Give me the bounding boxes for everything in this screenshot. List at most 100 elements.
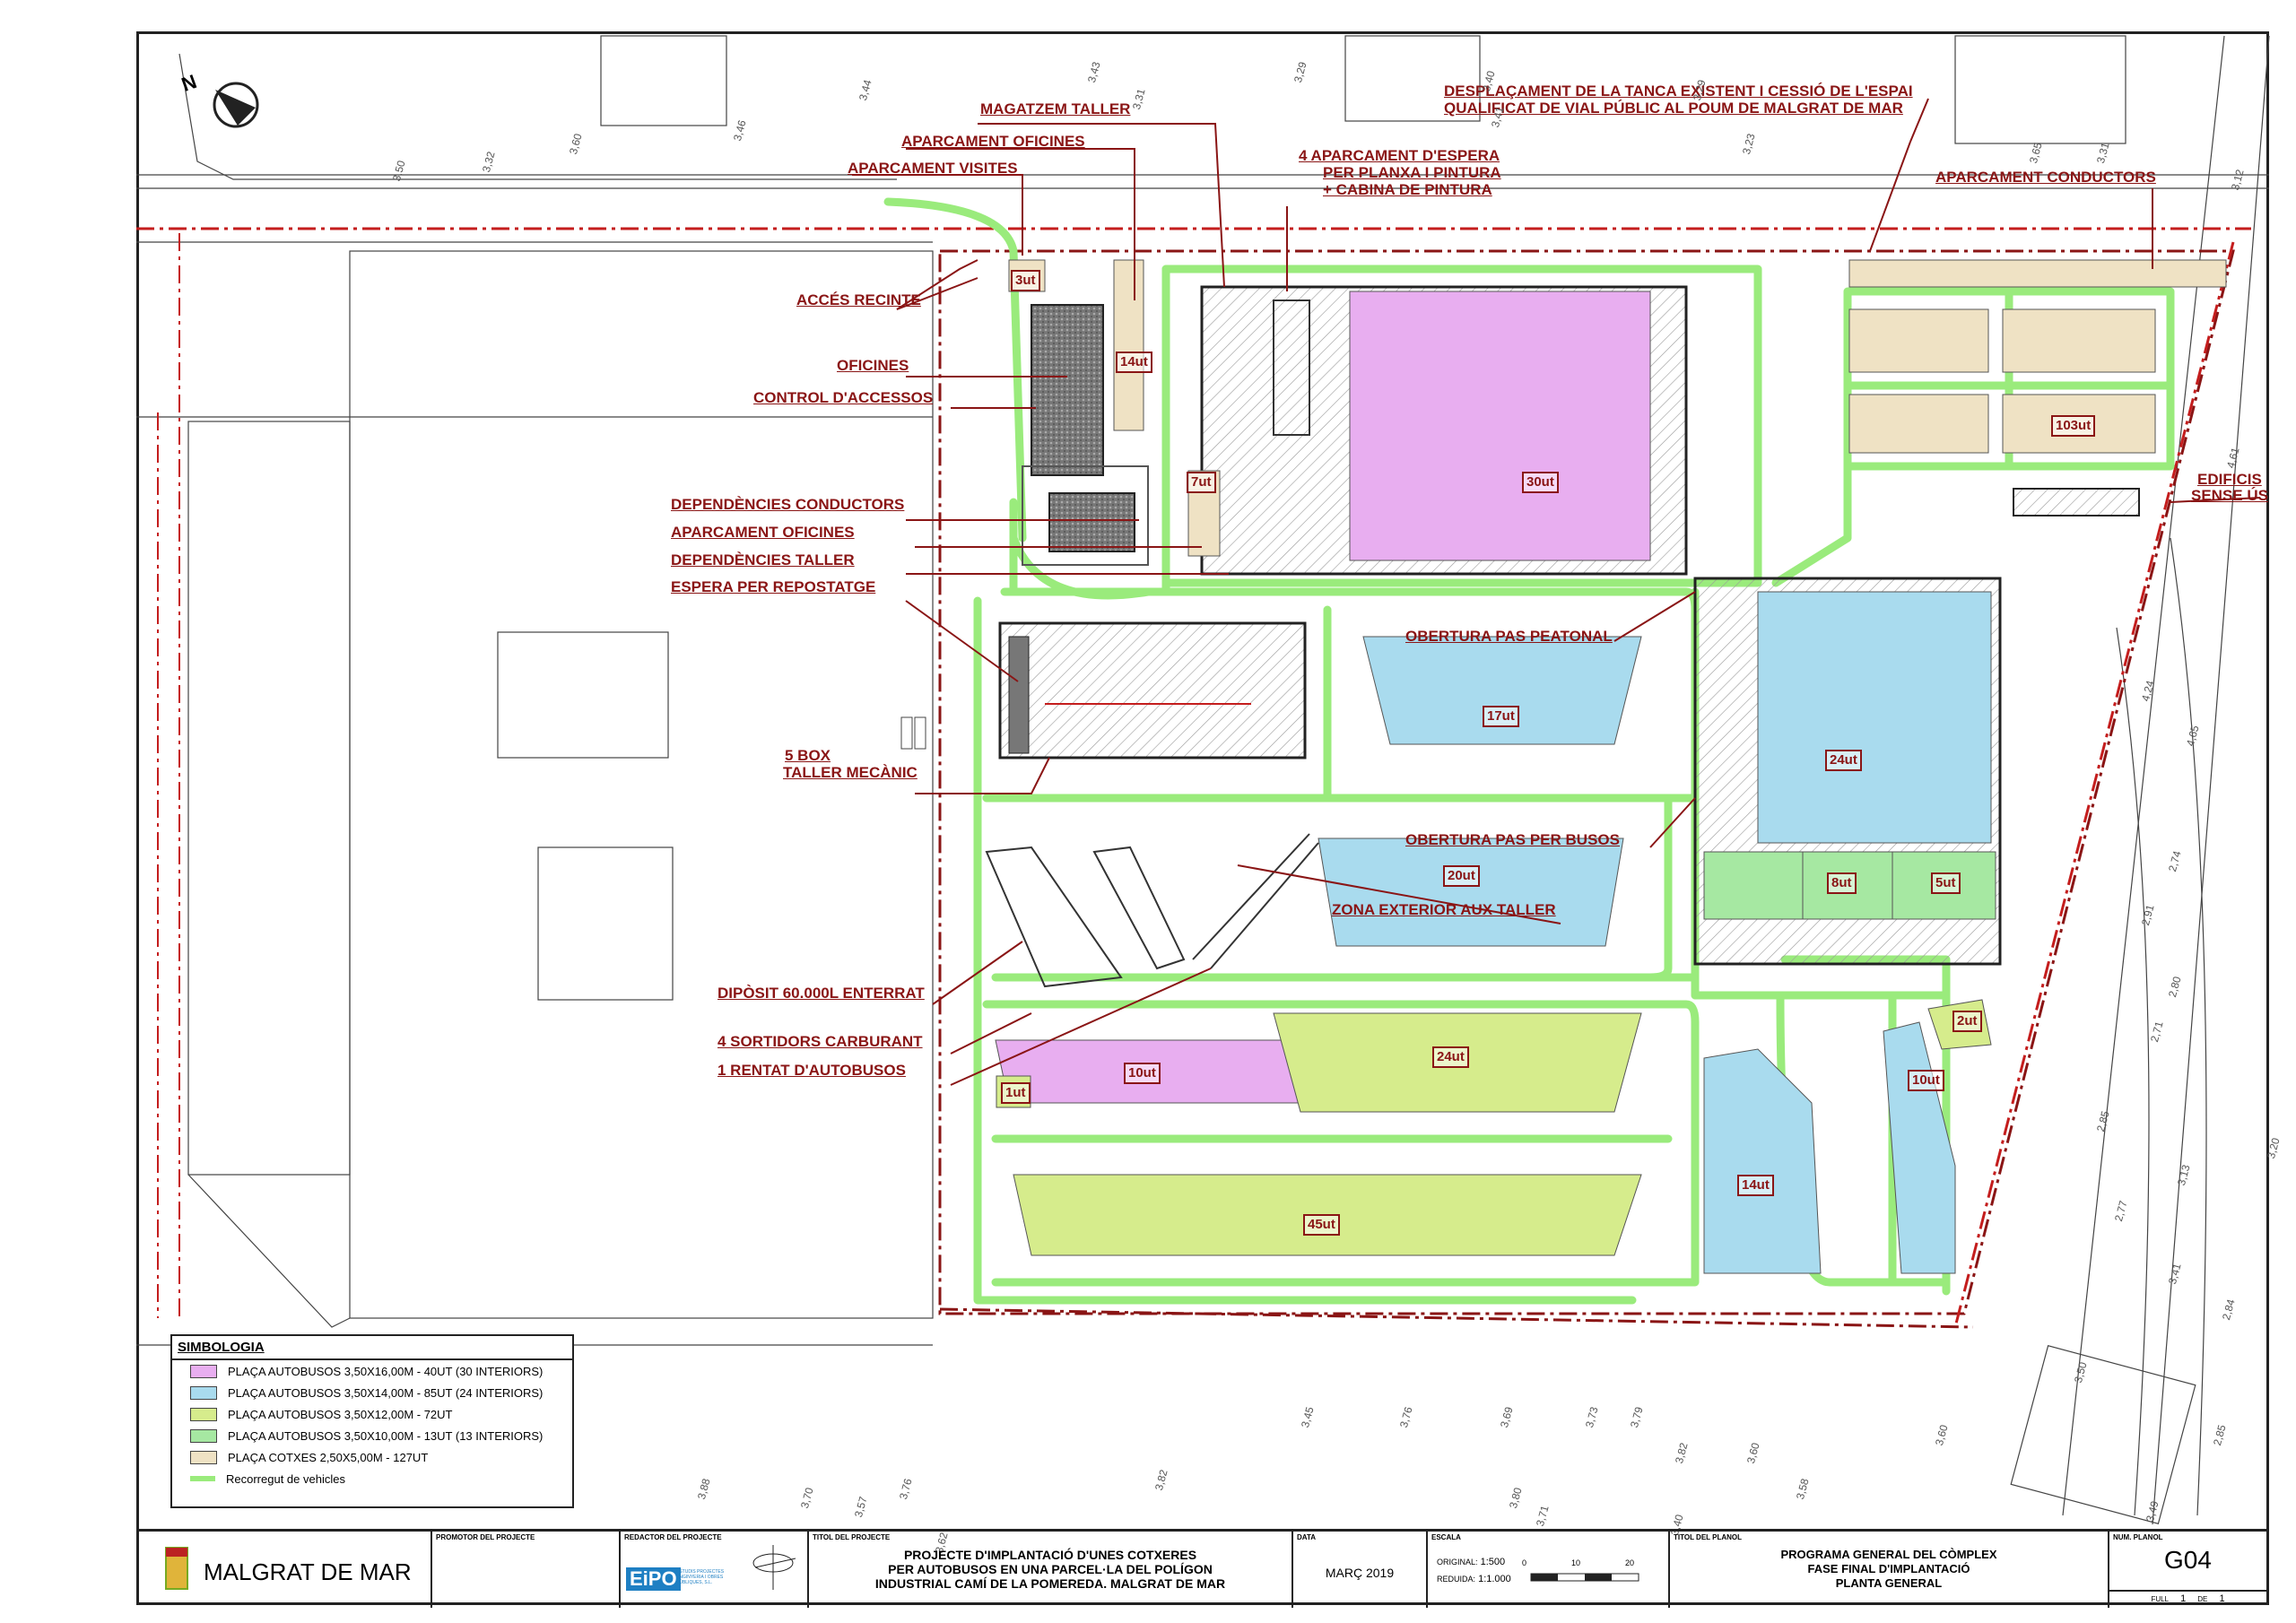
driver-building — [1048, 492, 1135, 552]
label-sense-us: SENSE ÚS — [2191, 487, 2268, 504]
label-obertura-pas-busos: OBERTURA PAS PER BUSOS — [1405, 831, 1620, 848]
label-dependencies-conductors: DEPENDÈNCIES CONDUCTORS — [671, 496, 905, 513]
label-taller-mecanic: TALLER MECÀNIC — [783, 764, 918, 781]
label-aparcament-oficines: APARCAMENT OFICINES — [671, 524, 855, 541]
graphic-scale — [1530, 1573, 1639, 1582]
unused-buildings — [2013, 488, 2140, 516]
legend-swatch — [190, 1407, 217, 1421]
label-diposit: DIPÒSIT 60.000L ENTERRAT — [718, 985, 925, 1002]
tb-town: MALGRAT DE MAR — [136, 1532, 432, 1608]
titol-caption: TITOL DEL PROJECTE — [813, 1533, 891, 1541]
scale-tick-20: 20 — [1625, 1558, 1635, 1567]
parking-areas — [995, 259, 2227, 1274]
tb-project-title: TITOL DEL PROJECTE PROJECTE D'IMPLANTACI… — [809, 1532, 1293, 1608]
legend-swatch — [190, 1385, 217, 1400]
title-block: MALGRAT DE MAR PROMOTOR DEL PROJECTE RED… — [136, 1529, 2269, 1608]
legend: SIMBOLOGIA PLAÇA AUTOBUSOS 3,50X16,00M -… — [170, 1334, 574, 1508]
plan-title-line-1: PROGRAMA GENERAL DEL CÒMPLEX — [1780, 1548, 1997, 1561]
count-tag: 8ut — [1827, 872, 1857, 894]
label-espera-planxa-3: + CABINA DE PINTURA — [1323, 181, 1492, 198]
tb-plan-title: TITOL DEL PLANOL PROGRAMA GENERAL DEL CÒ… — [1670, 1532, 2109, 1608]
label-dependencies-taller: DEPENDÈNCIES TALLER — [671, 551, 855, 568]
north-label: N — [178, 70, 200, 96]
scale-reduced: REDUIDA: 1:1.000 — [1437, 1574, 1511, 1584]
scale-reduced-label: REDUIDA: — [1437, 1575, 1476, 1584]
label-zona-exterior: ZONA EXTERIOR AUX TALLER — [1332, 901, 1556, 918]
label-magatzem-taller: MAGATZEM TALLER — [980, 100, 1131, 117]
legend-label: PLAÇA AUTOBUSOS 3,50X12,00M - 72UT — [228, 1407, 453, 1421]
count-tag: 10ut — [1908, 1070, 1944, 1091]
label-desplacament-2: QUALIFICAT DE VIAL PÚBLIC AL POUM DE MAL… — [1444, 100, 1903, 117]
scale-tick-0: 0 — [1522, 1558, 1527, 1567]
count-tag: 24ut — [1432, 1046, 1469, 1068]
label-aparcament-conductors: APARCAMENT CONDUCTORS — [1935, 169, 2156, 186]
leader-lines — [852, 98, 2261, 1086]
project-title: PROJECTE D'IMPLANTACIÓ D'UNES COTXERES P… — [809, 1548, 1292, 1591]
legend-item: PLAÇA AUTOBUSOS 3,50X10,00M - 13UT (13 I… — [172, 1425, 572, 1446]
eipo-logo: EiPO — [626, 1567, 681, 1591]
project-title-line-2: PER AUTOBUSOS EN UNA PARCEL·LA DEL POLÍG… — [888, 1562, 1213, 1576]
legend-item: PLAÇA AUTOBUSOS 3,50X16,00M - 40UT (30 I… — [172, 1360, 572, 1382]
sheet-count: FULL 1 DE 1 — [2109, 1590, 2266, 1604]
legend-swatch — [190, 1364, 217, 1378]
scale-tick-10: 10 — [1571, 1558, 1581, 1567]
tb-redactor: REDACTOR DEL PROJECTE EiPO ESTUDIS PROJE… — [621, 1532, 809, 1608]
count-tag: 14ut — [1737, 1175, 1774, 1196]
label-acces-recinte: ACCÉS RECINTE — [796, 291, 921, 308]
legend-label: Recorregut de vehicles — [226, 1471, 345, 1486]
project-title-line-3: INDUSTRIAL CAMÍ DE LA POMEREDA. MALGRAT … — [874, 1576, 1226, 1591]
signature-icon — [752, 1545, 796, 1590]
count-tag: 24ut — [1825, 750, 1862, 771]
plan-number: G04 — [2164, 1546, 2212, 1574]
label-sortidors: 4 SORTIDORS CARBURANT — [718, 1033, 923, 1050]
promotor-caption: PROMOTOR DEL PROJECTE — [436, 1533, 535, 1541]
north-arrow-icon — [213, 82, 259, 128]
plan-title-line-3: PLANTA GENERAL — [1835, 1576, 1943, 1590]
scale-original: ORIGINAL: 1:500 — [1437, 1557, 1505, 1567]
legend-swatch — [190, 1450, 217, 1464]
legend-label: PLAÇA AUTOBUSOS 3,50X16,00M - 40UT (30 I… — [228, 1364, 544, 1378]
town-name: MALGRAT DE MAR — [204, 1558, 412, 1585]
count-tag: 103ut — [2051, 415, 2096, 437]
mechanic-workshop — [998, 621, 1307, 759]
scale-reduced-value: 1:1.000 — [1478, 1574, 1511, 1584]
date-value: MARÇ 2019 — [1325, 1566, 1395, 1580]
legend-label: PLAÇA COTXES 2,50X5,00M - 127UT — [228, 1450, 429, 1464]
count-tag: 30ut — [1522, 472, 1559, 493]
count-tag: 20ut — [1443, 865, 1480, 887]
label-edificis: EDIFICIS — [2197, 471, 2262, 488]
count-tag: 5ut — [1931, 872, 1961, 894]
count-tag: 10ut — [1124, 1063, 1161, 1084]
tb-plan-number: NUM. PLANOL G04 FULL 1 DE 1 — [2109, 1532, 2266, 1608]
tb-scale: ESCALA ORIGINAL: 1:500 REDUIDA: 1:1.000 … — [1428, 1532, 1670, 1608]
tb-date: DATA MARÇ 2019 — [1293, 1532, 1428, 1608]
label-rentat: 1 RENTAT D'AUTOBUSOS — [718, 1062, 906, 1079]
redactor-caption: REDACTOR DEL PROJECTE — [624, 1533, 722, 1541]
plan-title: PROGRAMA GENERAL DEL CÒMPLEX FASE FINAL … — [1670, 1548, 2108, 1591]
date-caption: DATA — [1297, 1533, 1317, 1541]
count-tag: 14ut — [1116, 352, 1152, 373]
planol-caption: TITOL DEL PLANOL — [1674, 1533, 1743, 1541]
legend-route-line — [190, 1476, 215, 1481]
tb-promotor: PROMOTOR DEL PROJECTE — [432, 1532, 621, 1608]
coat-of-arms-icon — [165, 1547, 188, 1590]
count-tag: 3ut — [1011, 270, 1040, 291]
label-control-accessos: CONTROL D'ACCESSOS — [753, 389, 934, 406]
legend-item: PLAÇA AUTOBUSOS 3,50X12,00M - 72UT — [172, 1403, 572, 1425]
eipo-subtitle: ESTUDIS PROJECTES ENGINYERIA I OBRES PÚB… — [676, 1569, 725, 1585]
label-obertura-pas-peatonal: OBERTURA PAS PEATONAL — [1405, 628, 1613, 645]
de-value: 1 — [2219, 1593, 2225, 1604]
label-aparcament-visites: APARCAMENT VISITES — [848, 160, 1018, 177]
count-tag: 7ut — [1187, 472, 1216, 493]
count-tag: 45ut — [1303, 1214, 1340, 1236]
legend-swatch — [190, 1428, 217, 1443]
label-espera-repostatge: ESPERA PER REPOSTATGE — [671, 578, 876, 595]
legend-title: SIMBOLOGIA — [172, 1336, 572, 1360]
count-tag: 2ut — [1952, 1011, 1982, 1032]
project-title-line-1: PROJECTE D'IMPLANTACIÓ D'UNES COTXERES — [903, 1548, 1197, 1562]
parcel-boundary — [136, 227, 2251, 1329]
label-espera-planxa-1: 4 APARCAMENT D'ESPERA — [1299, 147, 1500, 164]
num-caption: NUM. PLANOL — [2113, 1533, 2163, 1541]
full-label: FULL — [2151, 1595, 2169, 1603]
